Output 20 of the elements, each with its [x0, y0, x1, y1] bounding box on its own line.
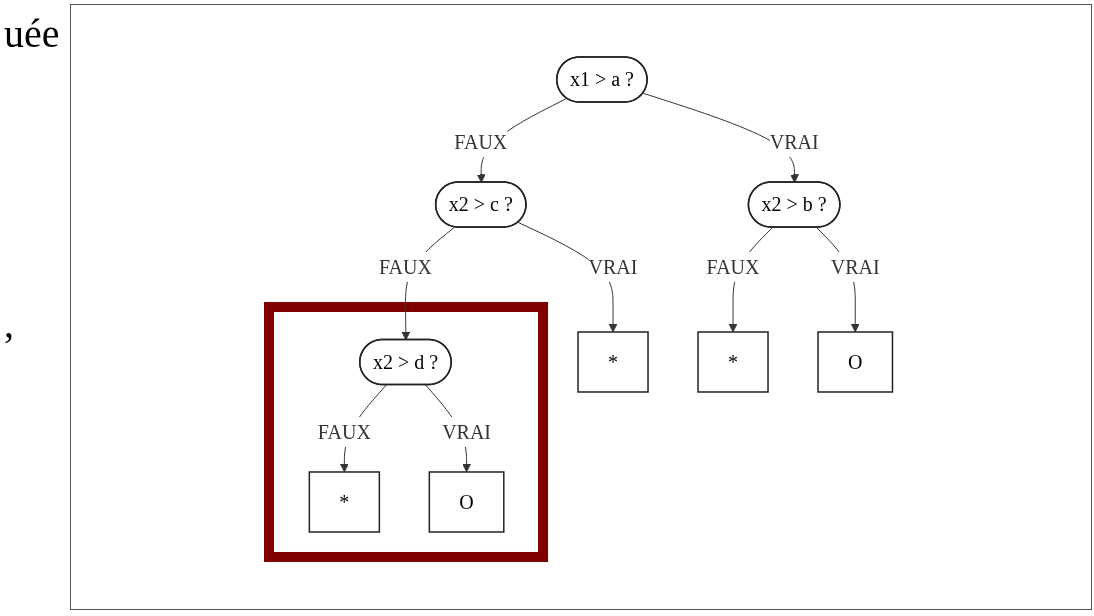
edge-label: FAUX — [454, 131, 508, 153]
edge-label: VRAI — [769, 131, 819, 153]
highlight-frame — [264, 302, 549, 562]
decision-node: x2 > d ? — [359, 338, 453, 386]
leaf-box: * — [577, 331, 650, 393]
edge-label: VRAI — [442, 420, 492, 443]
edge-label: FAUX — [318, 420, 372, 443]
text-fragment: uée — [4, 10, 60, 57]
decision-node: x2 > c ? — [435, 181, 527, 228]
leaf-box: O — [428, 471, 505, 533]
text-fragment: , — [4, 300, 14, 347]
leaf-box: O — [817, 331, 894, 393]
edge-label: FAUX — [379, 255, 433, 278]
edge-label: FAUX — [706, 255, 760, 278]
edge-label: VRAI — [831, 255, 880, 278]
decision-node: x2 > b ? — [747, 181, 841, 228]
leaf-box: * — [308, 471, 381, 533]
edge-label: VRAI — [588, 255, 638, 278]
decision-node: x1 > a ? — [556, 56, 649, 103]
leaf-box: * — [697, 331, 770, 393]
